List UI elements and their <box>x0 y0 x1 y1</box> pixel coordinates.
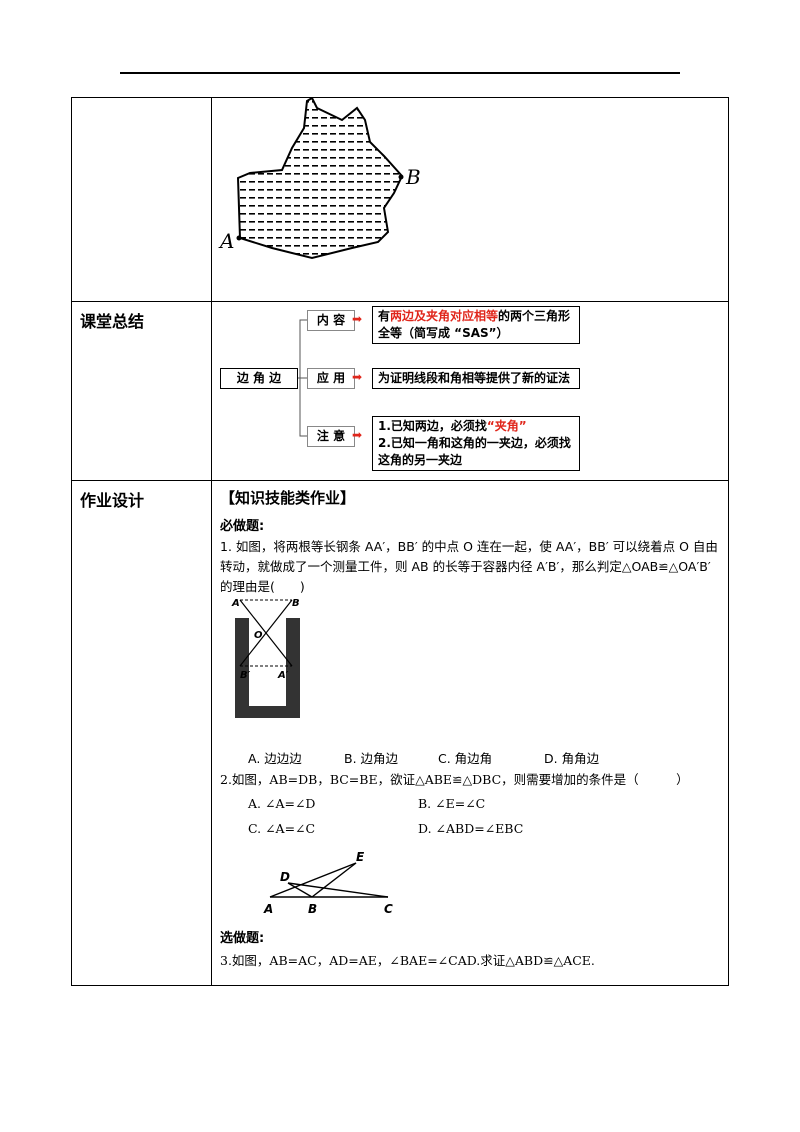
required-title: 必做题: <box>220 519 265 534</box>
q2-option-a[interactable]: A. ∠A=∠D <box>248 796 316 811</box>
label-a: A <box>218 229 234 253</box>
q1-label-a2: A′ <box>277 670 289 681</box>
q2-label-a: A <box>263 902 273 916</box>
q1-label-b2: B′ <box>240 670 251 681</box>
note-box: 1.已知两边，必须找“夹角”2.已知一角和这角的一夹边，必须找这角的另一夹边 <box>372 416 580 471</box>
q1-label-a: A <box>231 598 240 609</box>
row-label-summary: 课堂总结 <box>71 301 212 481</box>
q2-option-c[interactable]: C. ∠A=∠C <box>248 821 316 836</box>
q2-figure: A B C D E <box>263 850 393 916</box>
lake-map-figure: B A <box>218 98 421 260</box>
q2-label-d: D <box>280 870 290 884</box>
center-node: 边 角 边 <box>220 368 298 389</box>
q1-option-d[interactable]: D. 角角边 <box>544 751 600 766</box>
tag-note: 注 意 <box>307 426 355 447</box>
q1-option-c[interactable]: C. 角边角 <box>438 751 493 766</box>
q2-option-b[interactable]: B. ∠E=∠C <box>418 796 486 811</box>
content-box: 有两边及夹角对应相等的两个三角形全等（简写成 “SAS”） <box>372 306 580 344</box>
header-rule <box>120 72 680 74</box>
map-figure-cell: B A <box>211 97 729 302</box>
row-label-figure <box>71 97 212 302</box>
q2-label-e: E <box>356 850 365 864</box>
label-b: B <box>405 165 421 189</box>
q2-label-c: C <box>384 902 393 916</box>
q1-label-b: B <box>292 598 300 609</box>
application-box: 为证明线段和角相等提供了新的证法 <box>372 368 580 389</box>
lesson-table: B A 课堂总结 边 角 边 内 容 ➡ 有两边及夹角对应相等的两个三角形全等（… <box>71 97 729 986</box>
row-label-homework: 作业设计 <box>71 480 212 986</box>
question-1: 1. 如图，将两根等长钢条 AA′，BB′ 的中点 O 连在一起，使 AA′，B… <box>220 539 718 594</box>
tag-content: 内 容 <box>307 310 355 331</box>
q1-figure: A B O B′ A′ <box>231 598 300 718</box>
question-3: 3.如图，AB=AC，AD=AE，∠BAE=∠CAD.求证△ABD≌△ACE. <box>220 953 595 968</box>
lake-shape <box>236 98 404 260</box>
q1-option-a[interactable]: A. 边边边 <box>248 751 302 766</box>
optional-title: 选做题: <box>220 931 265 946</box>
arrow-icon: ➡ <box>352 428 363 442</box>
tag-application: 应 用 <box>307 368 355 389</box>
q1-option-b[interactable]: B. 边角边 <box>344 751 399 766</box>
summary-cell: 边 角 边 内 容 ➡ 有两边及夹角对应相等的两个三角形全等（简写成 “SAS”… <box>211 301 729 481</box>
question-2: 2.如图，AB=DB，BC=BE，欲证△ABE≌△DBC，则需要增加的条件是（ … <box>220 772 689 787</box>
q2-label-b: B <box>308 902 317 916</box>
homework-cell: 【知识技能类作业】 必做题: 1. 如图，将两根等长钢条 AA′，BB′ 的中点… <box>211 480 729 986</box>
q1-label-o: O <box>254 630 263 641</box>
homework-heading: 【知识技能类作业】 <box>220 489 356 507</box>
q2-option-d[interactable]: D. ∠ABD=∠EBC <box>418 821 524 836</box>
arrow-icon: ➡ <box>352 312 363 326</box>
arrow-icon: ➡ <box>352 370 363 384</box>
